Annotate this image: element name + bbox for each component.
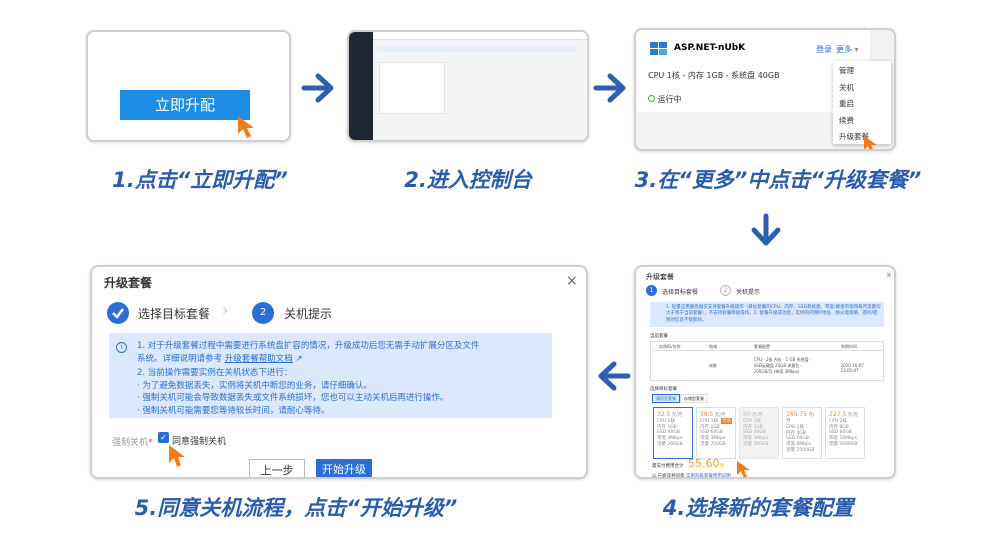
arrow-right-icon bbox=[593, 73, 626, 103]
step1-panel: 立即升配 bbox=[86, 30, 291, 142]
previous-button[interactable]: 上一步 bbox=[249, 459, 305, 477]
step-complete-icon bbox=[107, 302, 129, 324]
step-1-icon: 1 bbox=[646, 285, 657, 296]
login-link[interactable]: 登录 bbox=[816, 45, 832, 54]
close-icon[interactable]: × bbox=[566, 273, 578, 289]
status-running-icon bbox=[648, 95, 655, 102]
tab-general[interactable]: 通用型套餐 bbox=[652, 394, 680, 403]
current-plan-label: 当前套餐 bbox=[650, 334, 668, 339]
step1-label: 选择目标套餐 bbox=[138, 307, 211, 321]
cell-region: 成都 bbox=[708, 363, 717, 368]
agree-checkbox[interactable]: ✓ bbox=[158, 432, 169, 443]
header-expiry: 到期时间 bbox=[841, 344, 857, 349]
menu-item-upgrade[interactable]: 升级套餐 bbox=[839, 132, 869, 141]
notice-line: 系统。详细说明请参考 升级套餐帮助文档 ↗ bbox=[137, 353, 303, 364]
dialog-title: 升级套餐 bbox=[646, 273, 674, 281]
step3-caption: 3.在“更多”中点击“升级套餐” bbox=[634, 168, 922, 192]
menu-item-restart[interactable]: 重启 bbox=[839, 99, 854, 108]
cell-config: CPU - 1核 内存 - 1 GB 系统盘 - SSD云硬盘 20GB 流量包… bbox=[753, 357, 812, 374]
console-thumbnail bbox=[347, 30, 589, 142]
step2-label: 关机提示 bbox=[284, 307, 333, 321]
notice-box: i 1. 对于升级套餐过程中需要进行系统盘扩容的情况，升级成功后您无需手动扩展分… bbox=[109, 333, 552, 418]
header-region: 地域 bbox=[709, 344, 717, 349]
chevron-right-icon: › bbox=[222, 300, 229, 319]
menu-item-manage[interactable]: 管理 bbox=[839, 66, 854, 75]
start-upgrade-button[interactable]: 开始升级 bbox=[316, 459, 372, 477]
notice-line: 2. 当前操作需要实例在关机状态下进行： bbox=[137, 368, 293, 378]
step-2-icon: 2 bbox=[720, 285, 731, 296]
notice-line: 1. 对于升级套餐过程中需要进行系统盘扩容的情况，升级成功后您无需手动扩展分区及… bbox=[137, 341, 480, 351]
plan-select-panel: 升级套餐 × 1 选择目标套餐 2 关机提示 1. 轻量应用服务器仅支持套餐升级… bbox=[634, 265, 896, 479]
menu-item-shutdown[interactable]: 关机 bbox=[839, 82, 854, 92]
step4-caption: 4.选择新的套餐配置 bbox=[662, 496, 854, 520]
step1-caption: 1.点击“立即升配” bbox=[112, 168, 288, 192]
dialog-title: 升级套餐 bbox=[104, 276, 153, 290]
instance-spec: CPU 1核 - 内存 1GB - 系统盘 40GB bbox=[648, 71, 780, 80]
cursor-icon bbox=[169, 445, 185, 467]
caret-down-icon: ▾ bbox=[854, 45, 859, 54]
price-label: 需支付费用合计 bbox=[652, 464, 684, 469]
cursor-icon bbox=[238, 116, 254, 138]
arrow-right-icon bbox=[301, 73, 334, 103]
notice-bullet: · 强制关机可能会导致数据丢失或文件系统损坏，您也可以主动关机后再进行操作。 bbox=[137, 393, 449, 403]
step2-caption: 2.进入控制台 bbox=[404, 168, 532, 192]
agree-checkbox-label[interactable]: 同意强制关机 bbox=[172, 437, 227, 447]
menu-item-renew[interactable]: 续费 bbox=[839, 115, 854, 125]
cursor-icon bbox=[864, 136, 877, 149]
cell-instance bbox=[651, 357, 709, 375]
step-2-icon: 2 bbox=[252, 302, 274, 324]
status-text: 运行中 bbox=[657, 95, 682, 104]
instance-card-panel: ASP.NET-nUbK 登录 更多 ▾ CPU 1核 - 内存 1GB - 系… bbox=[634, 28, 896, 151]
target-plan-label: 选择目标套餐 bbox=[650, 387, 677, 392]
cell-expiry: 2020-10-07 13:05:47 bbox=[840, 363, 864, 373]
more-dropdown[interactable]: 更多 ▾ bbox=[836, 44, 859, 55]
windows-logo-icon bbox=[650, 42, 667, 55]
force-shutdown-label: 强制关机* bbox=[112, 438, 153, 448]
tab-storage[interactable]: 存储型套餐 bbox=[680, 394, 708, 403]
step2-label: 关机提示 bbox=[736, 289, 761, 296]
notice-bullet: · 为了避免数据丢失，实例将关机中断您的业务，请仔细确认。 bbox=[137, 380, 372, 391]
shutdown-dialog: 升级套餐 × 选择目标套餐 › 2 关机提示 i 1. 对于升级套餐过程中需要进… bbox=[90, 265, 588, 479]
arrow-left-icon bbox=[598, 361, 631, 391]
step5-caption: 5.同意关机流程，点击“开始升级” bbox=[134, 496, 458, 520]
info-icon: i bbox=[116, 342, 127, 353]
notice-bullet: · 强制关机可能需要您等待较长时间，请耐心等待。 bbox=[137, 405, 330, 416]
external-link-icon: ↗ bbox=[295, 353, 303, 364]
instance-name: ASP.NET-nUbK bbox=[674, 43, 746, 53]
more-menu: 管理 关机 重启 续费 升级套餐 bbox=[833, 61, 891, 144]
header-instance: 实例ID/名称 bbox=[659, 344, 681, 349]
more-label: 更多 bbox=[836, 45, 852, 54]
agree-row[interactable]: ☑ 已阅读并同意 实例升级套餐费用说明 bbox=[652, 474, 731, 479]
cursor-icon bbox=[737, 461, 750, 477]
step1-label: 选择目标套餐 bbox=[662, 289, 699, 296]
arrow-down-icon bbox=[751, 213, 781, 246]
total-price: 55.60元 bbox=[688, 457, 725, 470]
upgrade-now-button[interactable]: 立即升配 bbox=[120, 90, 250, 120]
notice-box: 1. 轻量应用服务器仅支持套餐升级操作（目标套餐的CPU、内存、SSD系统盘、带… bbox=[650, 302, 884, 327]
instance-status: 运行中 bbox=[648, 94, 682, 105]
promo-badge: 活动 bbox=[721, 418, 732, 424]
close-icon[interactable]: × bbox=[886, 271, 892, 279]
current-plan-table: 实例ID/名称 地域 套餐配置 到期时间 成都 CPU - 1核 内存 - 1 … bbox=[650, 341, 884, 381]
help-doc-link[interactable]: 升级套餐帮助文档 bbox=[224, 353, 293, 364]
header-config: 套餐配置 bbox=[754, 344, 770, 349]
